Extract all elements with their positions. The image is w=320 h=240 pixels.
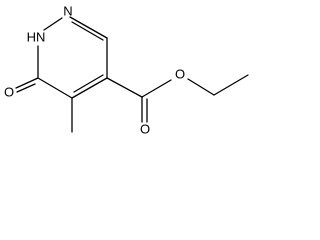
bond-c4-ester-c <box>106 77 143 98</box>
atom-ring-carbonyl-o: O <box>4 85 14 100</box>
bond-c4-c5-double <box>73 74 104 93</box>
bond-n-c3 <box>69 16 108 39</box>
atom-n: N <box>63 4 72 19</box>
atom-nh: HN <box>27 30 46 45</box>
bond-c4-c5 <box>71 77 108 99</box>
atom-carbonyl-o: O <box>140 122 150 137</box>
bond-c6-o <box>15 77 39 89</box>
chemical-structure: HN N O O O <box>4 4 249 137</box>
bond-ester-c-ester-o <box>141 79 172 98</box>
atom-ester-o: O <box>175 67 185 82</box>
bond-nh-n <box>43 17 63 31</box>
bond-c6-o-double <box>16 83 36 93</box>
bond-n-c3-double <box>71 21 104 41</box>
bond-ester-o-ch2 <box>187 78 215 96</box>
bond-c5-c6 <box>37 77 73 99</box>
bond-ch2-ch3 <box>213 74 249 96</box>
